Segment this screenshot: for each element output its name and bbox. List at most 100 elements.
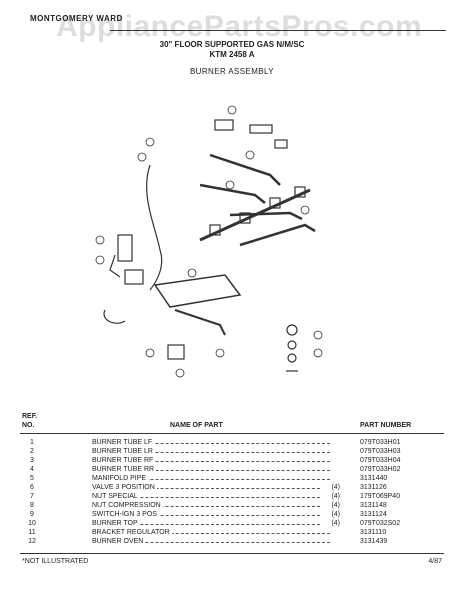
fitting-drawing — [167, 344, 185, 360]
part-name: SWITCH-IGN 3 POS — [92, 510, 159, 519]
ref-number: 5 — [30, 475, 34, 482]
ref-header-text: REF. NO. — [22, 413, 38, 429]
fitting-drawing — [274, 139, 288, 149]
part-number: 3131440 — [360, 475, 388, 482]
fitting-drawing — [214, 119, 234, 131]
part-number: 079T032S02 — [360, 520, 401, 527]
parts-list: 1 BURNER TUBE LF 079T033H01 2 BURNER TUBE LR… — [20, 438, 444, 546]
ref-number: 3 — [30, 457, 34, 464]
ref-number: 11 — [28, 529, 36, 536]
ref-number: 12 — [28, 538, 36, 545]
ref-header: REF. NO. — [22, 412, 37, 430]
part-number: 179T069P40 — [360, 493, 401, 500]
fitting-drawing — [249, 124, 273, 134]
watermark: AppliancePartsPros.com — [56, 10, 423, 43]
footer-divider — [20, 553, 444, 554]
tube-line-drawing — [146, 164, 163, 291]
ref-number: 7 — [30, 493, 34, 500]
brand-name: MONTGOMERY WARD — [30, 14, 123, 23]
leader-line — [100, 542, 330, 543]
quantity: (4) — [320, 483, 340, 492]
table-row: 11 BRACKET REGULATOR 3131110 — [20, 528, 444, 537]
leader-line — [100, 497, 330, 498]
name-header: NAME OF PART — [170, 422, 223, 429]
burner-tube-drawing — [209, 153, 281, 186]
ref-number: 9 — [30, 511, 34, 518]
wire-drawing — [103, 309, 126, 324]
part-number: 079T033H01 — [360, 439, 401, 446]
leader-line — [100, 515, 330, 516]
table-row: 4 BURNER TUBE RR 079T033H02 — [20, 465, 444, 474]
bracket-drawing — [124, 269, 144, 285]
leader-line — [100, 461, 330, 462]
oven-burner-drawing — [153, 274, 242, 308]
leader-line — [100, 524, 330, 525]
part-number: 079T033H03 — [360, 448, 401, 455]
part-name: NUT SPECIAL — [92, 492, 140, 501]
part-name: VALVE 3 POSITION — [92, 483, 157, 492]
exploded-diagram — [95, 105, 323, 378]
table-row: 8 NUT COMPRESSION (4) 3131148 — [20, 501, 444, 510]
ref-number: 8 — [30, 502, 34, 509]
nut-drawing — [287, 340, 297, 350]
leader-line — [100, 488, 330, 489]
ref-number: 4 — [30, 466, 34, 473]
regulator-drawing — [117, 234, 133, 262]
quantity: (4) — [320, 492, 340, 501]
table-row: 7 NUT SPECIAL (4) 179T069P40 — [20, 492, 444, 501]
nut-drawing — [286, 324, 298, 336]
valve-drawing — [209, 224, 221, 236]
part-number: 3131124 — [360, 511, 387, 518]
part-number-header: PART NUMBER — [360, 422, 412, 429]
leader-line — [100, 443, 330, 444]
revision-date: 4/87 — [428, 558, 442, 565]
table-row: 10 BURNER TOP (4) 079T032S02 — [20, 519, 444, 528]
leader-line — [100, 470, 330, 471]
ref-number: 10 — [28, 520, 36, 527]
valve-drawing — [269, 197, 281, 209]
quantity: (4) — [320, 501, 340, 510]
burner-tube-drawing — [239, 223, 316, 247]
part-name: NUT COMPRESSION — [92, 501, 163, 510]
nut-drawing — [287, 353, 297, 363]
table-row: 12 BURNER OVEN 3131439 — [20, 537, 444, 546]
valve-drawing — [294, 186, 306, 198]
header-rule — [110, 30, 446, 31]
valve-drawing — [239, 212, 251, 224]
leader-line — [100, 479, 330, 480]
part-number: 079T033H02 — [360, 466, 401, 473]
burner-tube-drawing — [199, 183, 266, 204]
table-row: 9 SWITCH-IGN 3 POS (4) 3131124 — [20, 510, 444, 519]
quantity: (4) — [320, 519, 340, 528]
part-name: MANIFOLD PIPE — [92, 474, 149, 483]
part-number: 3131439 — [360, 538, 388, 545]
part-name: BURNER TOP — [92, 519, 140, 528]
part-number: 3131148 — [360, 502, 387, 509]
oven-tube-drawing — [174, 309, 226, 336]
part-name: BURNER OVEN — [92, 537, 146, 546]
ref-number: 1 — [30, 439, 34, 446]
table-row: 1 BURNER TUBE LF 079T033H01 — [20, 438, 444, 447]
table-row: 2 BURNER TUBE LR 079T033H03 — [20, 447, 444, 456]
quantity: (4) — [320, 510, 340, 519]
part-number: 079T033H04 — [360, 457, 401, 464]
leader-line — [100, 533, 330, 534]
ref-number: 2 — [30, 448, 34, 455]
part-number: 3131126 — [360, 484, 387, 491]
bracket-drawing — [109, 254, 121, 278]
burner-tube-drawing — [229, 211, 303, 221]
section-title: BURNER ASSEMBLY — [189, 67, 275, 76]
part-name: BURNER TUBE RR — [92, 465, 157, 474]
part-name: BRACKET REGULATOR — [92, 528, 172, 537]
leader-line — [100, 506, 330, 507]
part-name: BURNER TUBE LR — [92, 447, 155, 456]
part-number: 3131110 — [360, 529, 387, 536]
model-number: KTM 2458 A — [209, 50, 255, 59]
part-name: BURNER TUBE LF — [92, 438, 155, 447]
footnote: *NOT ILLUSTRATED — [22, 558, 89, 565]
table-row: 5 MANIFOLD PIPE 3131440 — [20, 474, 444, 483]
leader-line — [100, 452, 330, 453]
